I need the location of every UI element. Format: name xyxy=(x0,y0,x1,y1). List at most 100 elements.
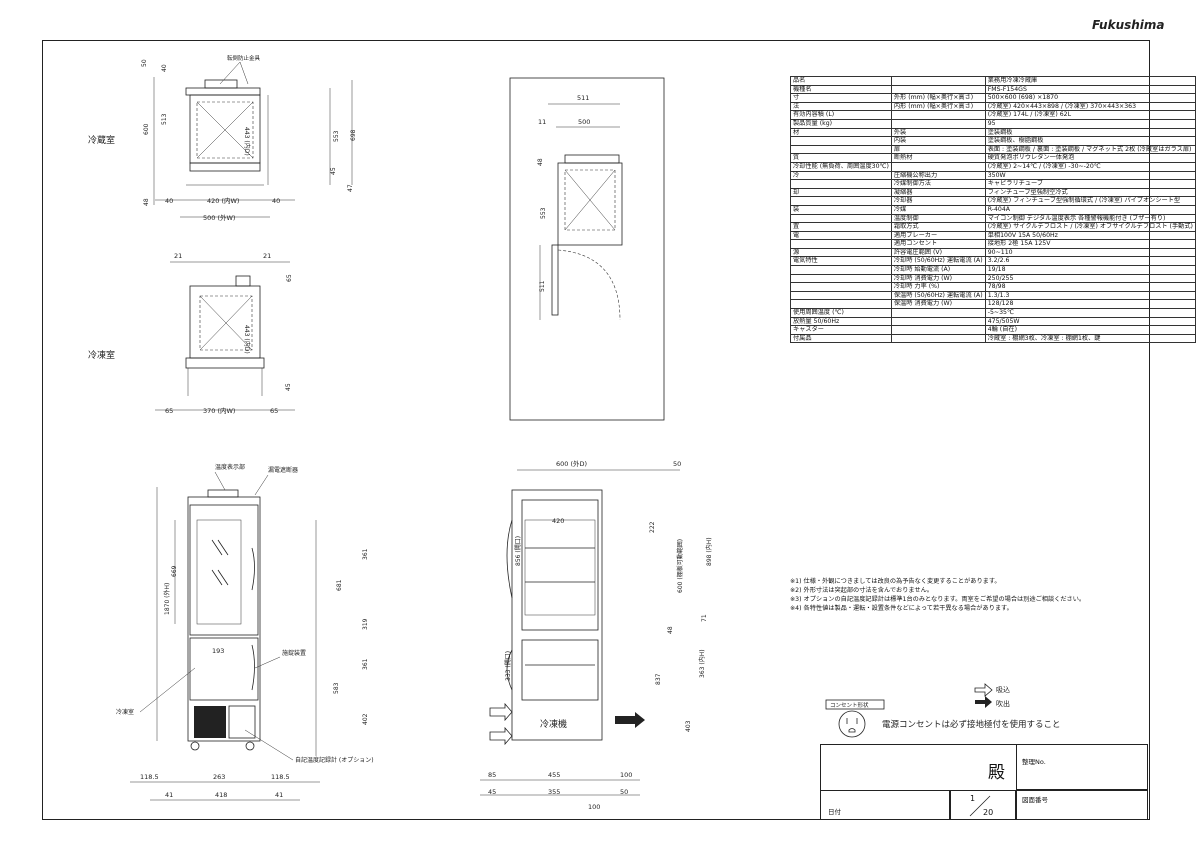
spec-value: 90~110 xyxy=(984,247,1196,258)
svg-text:511: 511 xyxy=(539,280,546,292)
spec-category: 品名 xyxy=(790,76,892,86)
spec-row: 保温時 (50/60Hz) 運転電流 (A)1.3/1.3 xyxy=(790,290,1196,301)
spec-value: 3.2/2.6 xyxy=(984,256,1196,267)
spec-value: -5~35℃ xyxy=(984,308,1196,318)
spec-row: 法内形 (mm) (幅×奥行×高さ)(冷蔵室) 420×443×898 / (冷… xyxy=(790,101,1196,112)
svg-text:40: 40 xyxy=(161,64,168,72)
spec-item xyxy=(890,308,986,318)
spec-category xyxy=(790,239,892,249)
fridge-label: 冷蔵室 xyxy=(88,134,115,146)
svg-text:吸込: 吸込 xyxy=(996,685,1010,694)
spec-category xyxy=(790,136,892,146)
svg-text:転倒防止金具: 転倒防止金具 xyxy=(227,54,261,62)
spec-value: (冷蔵室) フィンチューブ型強制循環式 / (冷凍室) パイプオンシート型 xyxy=(984,196,1196,206)
spec-value: キャピラリチューブ xyxy=(984,179,1196,189)
spec-row: 使用周囲温度 (℃) -5~35℃ xyxy=(790,308,1196,318)
svg-text:施錠装置: 施錠装置 xyxy=(282,649,306,657)
outlet-icon xyxy=(838,710,866,738)
svg-text:698: 698 xyxy=(350,129,357,141)
spec-category: 却 xyxy=(790,187,892,198)
recorder-icon xyxy=(194,706,226,738)
svg-text:361: 361 xyxy=(362,548,369,560)
svg-text:856 (開口): 856 (開口) xyxy=(515,536,522,566)
svg-text:898 (内H): 898 (内H) xyxy=(705,537,713,566)
svg-text:355: 355 xyxy=(548,788,560,796)
spec-value: (冷蔵室) 174L / (冷凍室) 62L xyxy=(984,110,1196,120)
svg-text:669: 669 xyxy=(171,565,178,577)
svg-text:420 (内W): 420 (内W) xyxy=(207,196,239,205)
spec-item: 保温時 (50/60Hz) 運転電流 (A) xyxy=(890,290,986,301)
spec-item xyxy=(890,118,986,129)
drawing-frame xyxy=(42,40,1150,820)
spec-category xyxy=(790,144,892,155)
side-view: 511 500 11 48 553 511 xyxy=(509,77,665,421)
freezer-top-view: 冷凍室 21 21 65 443 (内D) 45 65 370 (内W) 65 xyxy=(88,252,295,415)
spec-row: 温度制御マイコン制御 デジタル温度表示 各種警報機能付き (ブザー有り) xyxy=(790,213,1196,224)
svg-text:511: 511 xyxy=(577,94,589,102)
svg-text:吹出: 吹出 xyxy=(996,699,1010,708)
spec-row: 質断熱材硬質発泡ポリウレタン一体発泡 xyxy=(790,153,1196,163)
svg-text:40: 40 xyxy=(272,197,280,205)
spec-row: 置霜取方式(冷蔵室) サイクルデフロスト / (冷凍室) オフサイクルデフロスト… xyxy=(790,222,1196,232)
svg-text:420: 420 xyxy=(552,517,564,525)
spec-category: 源 xyxy=(790,247,892,258)
exhaust-arrow xyxy=(615,712,645,728)
spec-value: 表面 : 塗装鋼板 / 裏面 : 塗装鋼板 / マグネット式 2枚 (冷蔵室はガ… xyxy=(984,144,1196,155)
svg-text:361: 361 xyxy=(362,658,369,670)
spec-row: 扉表面 : 塗装鋼板 / 裏面 : 塗装鋼板 / マグネット式 2枚 (冷蔵室は… xyxy=(790,144,1196,155)
spec-category xyxy=(790,213,892,224)
spec-row: 源許容電圧範囲 (V)90~110 xyxy=(790,247,1196,258)
spec-value: マイコン制御 デジタル温度表示 各種警報機能付き (ブザー有り) xyxy=(984,213,1196,224)
spec-row: 材外装塗装鋼板 xyxy=(790,127,1196,138)
spec-category xyxy=(790,282,892,292)
spec-row: 電気特性冷却時 (50/60Hz) 運転電流 (A)3.2/2.6 xyxy=(790,256,1196,267)
spec-value: 硬質発泡ポリウレタン一体発泡 xyxy=(984,153,1196,163)
svg-text:冷凍機: 冷凍機 xyxy=(540,718,567,730)
svg-text:681: 681 xyxy=(336,579,343,591)
svg-text:500 (外W): 500 (外W) xyxy=(203,213,235,222)
svg-text:冷凍室: 冷凍室 xyxy=(116,708,134,716)
svg-text:コンセント形状: コンセント形状 xyxy=(830,701,869,709)
spec-value: 500×600 (698) ×1870 xyxy=(984,93,1196,103)
spec-value: 単相100V 15A 50/60Hz xyxy=(984,230,1196,241)
svg-text:319: 319 xyxy=(362,618,369,630)
svg-text:443 (内D): 443 (内D) xyxy=(243,127,251,156)
spec-item: 内装 xyxy=(890,136,986,146)
spec-category: 放熱量 50/60Hz xyxy=(790,316,892,327)
title-block: 殿 整理No. 日付 図面番号 1 20 xyxy=(820,744,1148,820)
spec-category xyxy=(790,299,892,310)
svg-text:45: 45 xyxy=(330,167,337,175)
spec-item: 冷却時 始動電流 (A) xyxy=(890,265,986,275)
spec-item: 保温時 消費電力 (W) xyxy=(890,299,986,310)
svg-text:71: 71 xyxy=(701,614,708,622)
svg-text:65: 65 xyxy=(270,407,278,415)
spec-item: 断熱材 xyxy=(890,153,986,163)
svg-text:455: 455 xyxy=(548,771,560,779)
spec-item: 冷却時 (50/60Hz) 運転電流 (A) xyxy=(890,256,986,267)
spec-item: 扉 xyxy=(890,144,986,155)
svg-text:513: 513 xyxy=(161,113,168,125)
svg-text:65: 65 xyxy=(286,274,293,282)
svg-text:193: 193 xyxy=(212,647,224,655)
spec-item xyxy=(890,325,986,335)
intake-arrow xyxy=(489,702,513,722)
spec-category: 使用周囲温度 (℃) xyxy=(790,308,892,318)
spec-value: 475/505W xyxy=(984,316,1196,327)
spec-category: 有効内容積 (L) xyxy=(790,110,892,120)
spec-item xyxy=(890,76,986,86)
cabinet-outline xyxy=(187,496,261,742)
svg-text:443 (内D): 443 (内D) xyxy=(243,325,251,354)
spec-category xyxy=(790,179,892,189)
spec-row: 付属品冷蔵室 : 棚網3枚、冷凍室 : 棚網1枚、鍵 xyxy=(790,333,1196,344)
spec-category: 製品質量 (kg) xyxy=(790,118,892,129)
spec-item: 適用コンセント xyxy=(890,239,986,249)
spec-row: 冷却器(冷蔵室) フィンチューブ型強制循環式 / (冷凍室) パイプオンシート型 xyxy=(790,196,1196,206)
svg-text:65: 65 xyxy=(165,407,173,415)
spec-value: フィンチューブ型強制空冷式 xyxy=(984,187,1196,198)
spec-item: 凝縮器 xyxy=(890,187,986,198)
